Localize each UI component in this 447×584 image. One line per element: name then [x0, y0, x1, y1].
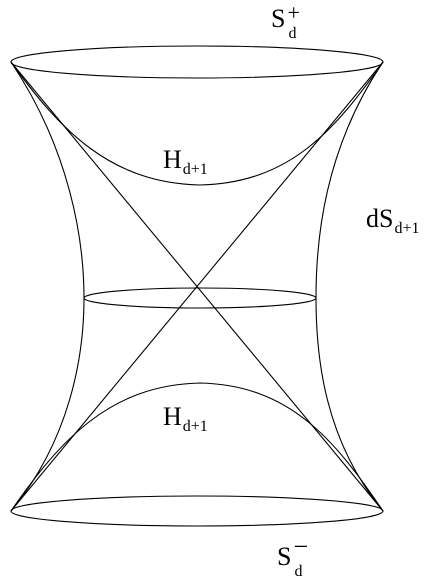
top-boundary-label: S+d — [271, 2, 305, 46]
upper-hyperboloid-curve — [10, 61, 384, 186]
de-sitter-label-main: dS — [366, 204, 394, 233]
top-boundary-label-sub: d — [288, 25, 297, 42]
de-sitter-label: dSd+1 — [366, 204, 420, 237]
lower-hyperboloid-label-main: H — [163, 402, 182, 431]
left-side-curve — [10, 61, 85, 512]
upper-hyperboloid-label: Hd+1 — [163, 145, 208, 178]
lower-hyperboloid-label: Hd+1 — [163, 402, 208, 435]
bottom-boundary-ellipse — [10, 495, 384, 527]
bottom-boundary-label-sub: d — [294, 563, 303, 580]
lower-hyperboloid-label-sub: d+1 — [182, 418, 208, 435]
bottom-boundary-label-main: S — [277, 542, 292, 571]
upper-hyperboloid-label-main: H — [163, 145, 182, 174]
top-boundary-label-sup: + — [287, 0, 300, 25]
top-boundary-label-main: S — [271, 4, 286, 33]
right-side-curve — [315, 61, 384, 512]
lower-hyperboloid-curve — [10, 382, 384, 512]
top-boundary-ellipse — [10, 45, 384, 79]
bottom-boundary-label-sup: − — [293, 532, 309, 561]
waist-ellipse — [83, 287, 317, 309]
upper-hyperboloid-label-sub: d+1 — [182, 161, 208, 178]
de-sitter-label-sub: d+1 — [394, 220, 420, 237]
bottom-boundary-label: S− d — [277, 534, 311, 584]
